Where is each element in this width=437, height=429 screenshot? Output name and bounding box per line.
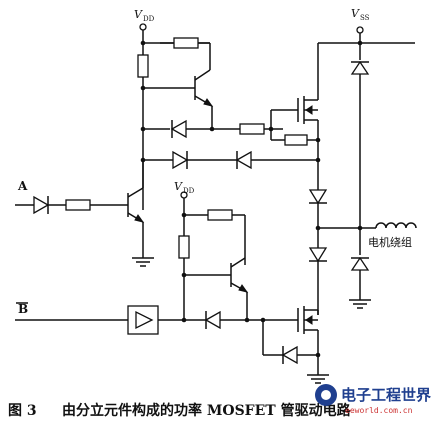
mosfet-low-side — [297, 306, 319, 375]
transistor-q3 — [230, 257, 249, 293]
input-b-label: B — [18, 302, 28, 316]
mosfet-high-side — [283, 43, 319, 190]
resistor-r5 — [207, 209, 233, 221]
resistor-r4 — [178, 235, 190, 259]
diode-d5 — [350, 256, 370, 271]
motor-winding-coil — [375, 222, 417, 229]
diode-d2 — [172, 150, 189, 170]
transistor-q2 — [127, 187, 145, 223]
caption-text: 由分立元件构成的功率 MOSFET 管驱动电路 — [62, 402, 352, 419]
watermark-url: eeworld.com.cn — [345, 406, 413, 415]
clamp-row — [140, 109, 321, 146]
vdd-top-sub: DD — [143, 15, 155, 23]
input-a-label: A — [17, 179, 28, 193]
vdd-top-label: V — [134, 8, 143, 21]
vdd-lower-label: V — [174, 180, 183, 193]
resistor-r1 — [137, 54, 149, 78]
resistor-a — [65, 199, 91, 211]
vdd-top-section: V DD — [134, 8, 215, 210]
vss-sub: SS — [360, 14, 370, 22]
diode-d6 — [308, 189, 328, 205]
vdd-top-terminal — [139, 23, 147, 31]
figure-caption: 图 3 由分立元件构成的功率 MOSFET 管驱动电路 — [8, 402, 352, 419]
vdd-lower-sub: DD — [183, 187, 195, 195]
input-b-stage: B — [15, 302, 329, 384]
diode-b2 — [281, 345, 298, 365]
diode-d7 — [308, 247, 328, 263]
watermark: 电子工程世界 eeworld.com.cn — [315, 384, 431, 415]
resistor-r3 — [284, 134, 308, 146]
diode-b1 — [204, 310, 221, 330]
vss-terminal — [356, 26, 364, 34]
diode-d3 — [235, 150, 252, 170]
input-a-stage: A — [15, 160, 154, 267]
resistor-r2 — [173, 37, 199, 49]
vss-label: V — [351, 7, 360, 20]
figure-number: 图 3 — [8, 403, 37, 419]
diode-d1 — [170, 119, 187, 139]
middle-column — [308, 189, 328, 315]
diode-d4 — [350, 60, 370, 75]
vdd-lower-section: V DD — [174, 180, 249, 320]
gate-resistor-top — [239, 123, 265, 135]
winding-label: 电机绕组 — [368, 235, 412, 249]
diode-a — [33, 195, 50, 215]
vss-section: V SS 电机绕组 — [318, 7, 417, 309]
bridge-row — [140, 150, 321, 170]
watermark-name: 电子工程世界 — [341, 386, 431, 404]
buffer-symbol — [135, 310, 154, 330]
transistor-q1 — [194, 69, 214, 107]
